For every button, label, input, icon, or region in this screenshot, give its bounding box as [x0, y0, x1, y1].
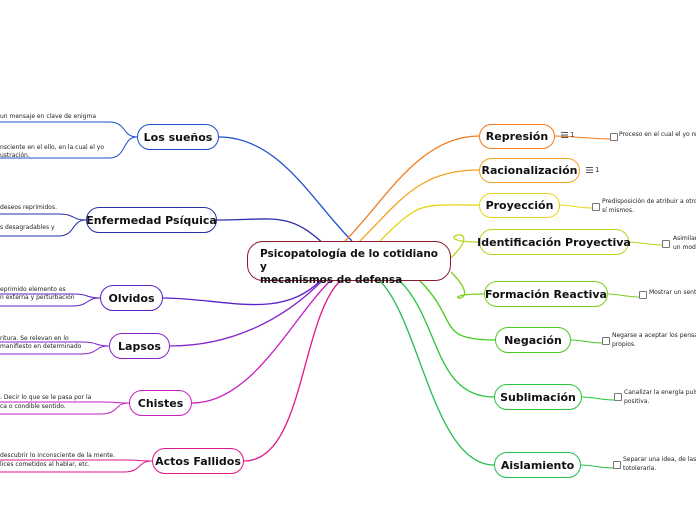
branch-label: Proyección [485, 199, 554, 212]
connector-line [419, 280, 496, 341]
checkbox-icon[interactable] [610, 133, 618, 141]
branch-racionalizacion[interactable]: Racionalización [479, 158, 580, 183]
child-count-badge[interactable]: 1 [586, 166, 599, 174]
note-negacion-2: propios. [612, 341, 636, 348]
branch-represion[interactable]: Represión [479, 124, 555, 149]
branch-label: Aislamiento [500, 458, 575, 472]
branch-negacion[interactable]: Negación [495, 327, 571, 353]
note-connector [0, 345, 110, 355]
note-connector [554, 135, 611, 140]
note-connector [628, 241, 663, 246]
note-connector [0, 460, 153, 473]
note-actos-2: lices cometidos al hablar, etc. [0, 461, 90, 468]
note-enfermedad-2: s desagradables y [0, 224, 55, 231]
note-connector [580, 464, 614, 469]
list-icon [561, 132, 568, 138]
branch-label: Chistes [137, 396, 184, 410]
note-proyeccion-1: Predisposición de atribuir a otros a [602, 198, 696, 205]
connector-line [450, 271, 485, 299]
branch-label: Formación Reactiva [485, 287, 607, 301]
branch-label: Los sueños [143, 130, 213, 144]
connector-line [399, 280, 495, 398]
note-connector [581, 396, 615, 401]
note-olvidos-1: eprimido elemento es [0, 286, 66, 293]
note-chistes-1: . Decir lo que se le pasa por la [0, 394, 92, 401]
branch-label: Negación [504, 333, 562, 347]
central-topic[interactable]: Psicopatología de lo cotidiano y mecanis… [247, 241, 451, 286]
checkbox-icon[interactable] [592, 203, 600, 211]
branch-label: Enfermedad Psíquica [86, 213, 217, 227]
branch-sublimacion[interactable]: Sublimación [494, 384, 582, 410]
branch-olvidos[interactable]: Olvidos [100, 285, 163, 311]
list-icon [586, 167, 593, 173]
note-connector [0, 219, 87, 237]
branch-los-suenos[interactable]: Los sueños [137, 124, 219, 150]
branch-proyeccion[interactable]: Proyección [479, 193, 560, 218]
connector-line [379, 204, 480, 242]
central-topic-line-2: mecanismos de defensa [260, 274, 403, 286]
note-connector [0, 136, 138, 159]
connector-line [450, 234, 480, 259]
connector-line [169, 280, 323, 347]
checkbox-icon[interactable] [662, 240, 670, 248]
connector-line [216, 218, 331, 251]
note-actos-1: descubrir lo inconsciente de la mente. [0, 452, 116, 459]
branch-label: Racionalización [481, 164, 578, 177]
note-connector [0, 121, 138, 138]
branch-lapsos[interactable]: Lapsos [109, 333, 170, 359]
connector-line [344, 135, 480, 242]
connector-line [162, 280, 321, 306]
branch-label: Identificación Proyectiva [477, 235, 631, 249]
connector-line [243, 280, 341, 462]
note-aislamiento-2: totolerarla. [623, 465, 657, 472]
note-lapsos-2: manifiesto en determinado [0, 343, 82, 350]
note-enfermedad-1: deseos reprimidos. [0, 204, 58, 211]
note-suenos-1: un mensaje en clave de enigma [0, 113, 97, 120]
note-negacion-1: Negarse a aceptar los pensam [612, 332, 696, 339]
note-chistes-2: ca o condible sentido. [0, 403, 66, 410]
checkbox-icon[interactable] [639, 291, 647, 299]
checkbox-icon[interactable] [613, 461, 621, 469]
note-aislamiento-1: Separar una idea, de las e [623, 456, 696, 463]
checkbox-icon[interactable] [614, 393, 622, 401]
connector-line [359, 169, 480, 242]
connector-line [379, 280, 495, 466]
note-represion: Proceso en el cual el yo repr [619, 131, 696, 138]
child-count: 1 [595, 166, 600, 174]
branch-aislamiento[interactable]: Aislamiento [494, 452, 581, 478]
branch-label: Represión [485, 130, 549, 143]
note-proyeccion-2: sí mismos. [602, 207, 634, 214]
branch-label: Sublimación [500, 390, 576, 404]
child-count: 1 [570, 131, 575, 139]
note-sublimacion-1: Canalizar la energía pulsio [624, 389, 696, 396]
branch-enfermedad-psiquica[interactable]: Enfermedad Psíquica [86, 207, 217, 233]
note-connector [570, 339, 603, 344]
note-identificacion-1: Asimilar [673, 235, 696, 242]
connector-line [218, 136, 353, 242]
note-connector [0, 402, 130, 415]
note-connector [559, 204, 593, 209]
branch-label: Lapsos [118, 339, 161, 353]
child-count-badge[interactable]: 1 [561, 131, 574, 139]
branch-actos-fallidos[interactable]: Actos Fallidos [152, 448, 244, 474]
note-suenos-2: nsciente en el ello, en la cual el yo [0, 144, 105, 151]
note-connector [0, 297, 101, 307]
checkbox-icon[interactable] [602, 337, 610, 345]
note-connector [607, 293, 640, 298]
note-formacion: Mostrar un senti [649, 289, 696, 296]
note-suenos-3: ustración. [0, 152, 30, 159]
central-topic-line-1: Psicopatología de lo cotidiano y [260, 248, 439, 273]
note-identificacion-2: un mode [673, 244, 696, 251]
note-lapsos-1: ritura. Se relevan en lo [0, 335, 69, 342]
branch-identificacion-proyectiva[interactable]: Identificación Proyectiva [477, 229, 631, 255]
branch-chistes[interactable]: Chistes [129, 390, 192, 416]
note-sublimacion-2: positiva. [624, 398, 650, 405]
note-connector [0, 213, 87, 221]
note-olvidos-2: n externa y perturbación [0, 294, 75, 301]
branch-label: Actos Fallidos [155, 454, 241, 468]
connector-line [191, 280, 331, 404]
branch-label: Olvidos [108, 291, 155, 305]
branch-formacion-reactiva[interactable]: Formación Reactiva [484, 281, 608, 307]
